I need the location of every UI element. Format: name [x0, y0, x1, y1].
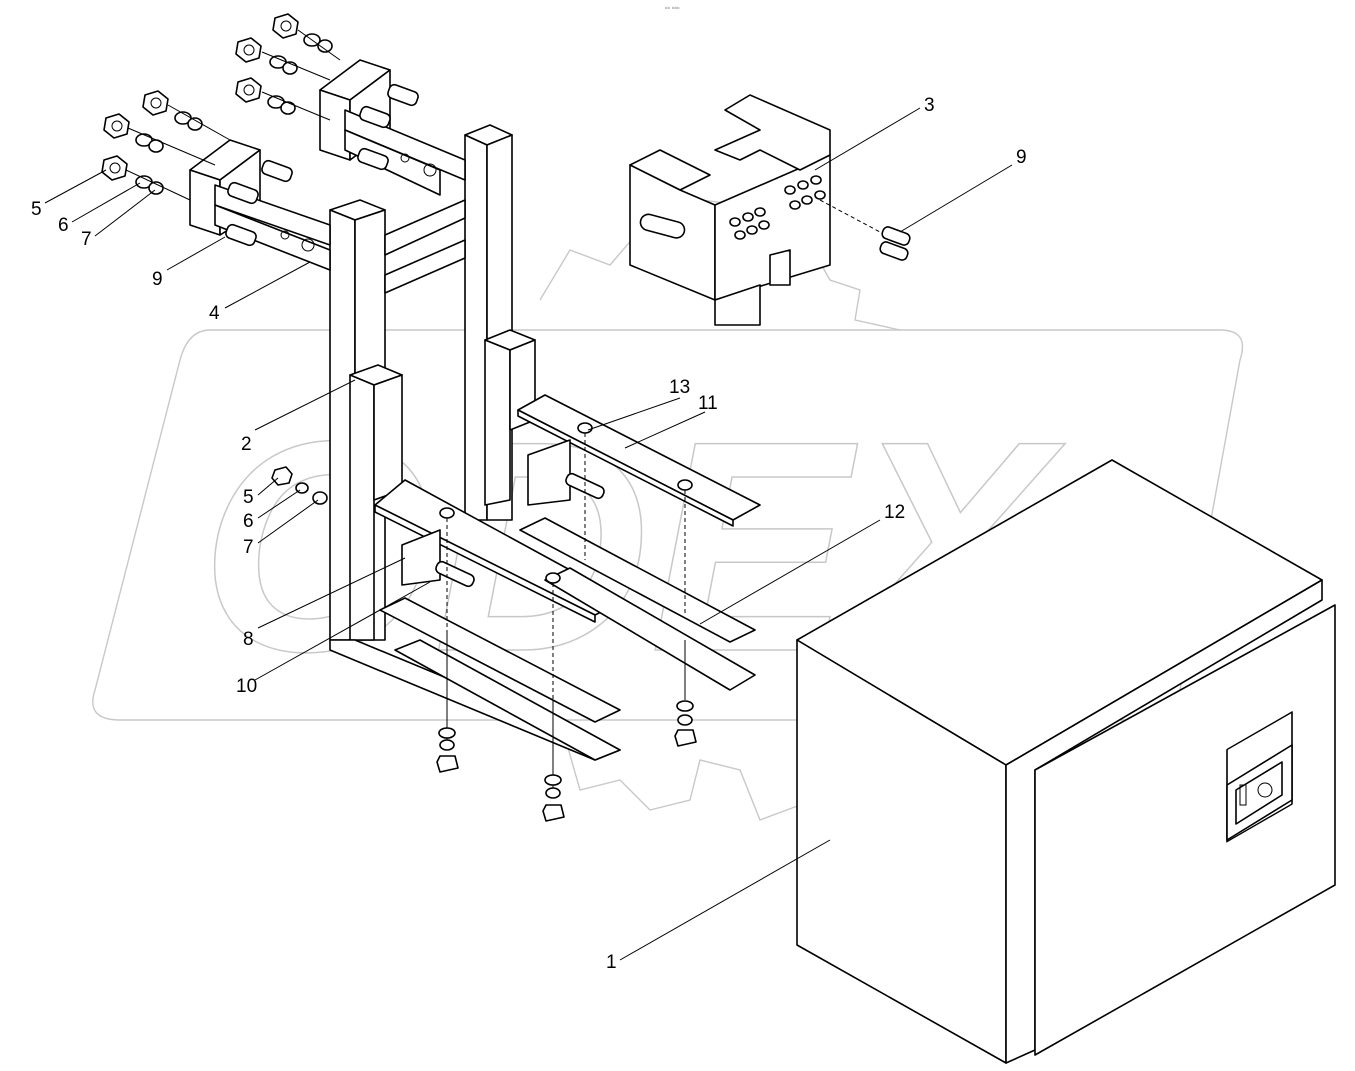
upper-fasteners: [101, 13, 419, 247]
callout-7-lower: 7: [243, 537, 254, 558]
lower-support-plates: [374, 394, 761, 790]
leader-lines: [44, 107, 1013, 961]
callout-4: 4: [209, 303, 220, 324]
callout-5-lower: 5: [243, 487, 254, 508]
callout-7-upper: 7: [81, 229, 92, 250]
callout-6-upper: 6: [58, 215, 69, 236]
callout-3: 3: [924, 95, 935, 116]
callout-13: 13: [669, 377, 691, 398]
callout-2: 2: [241, 434, 252, 455]
callout-11: 11: [698, 393, 718, 414]
callout-8: 8: [243, 629, 254, 650]
callout-12: 12: [884, 502, 906, 523]
callout-9-left: 9: [152, 269, 163, 290]
callout-1: 1: [606, 952, 617, 973]
part-1-toolbox: [796, 459, 1336, 1064]
callout-10: 10: [236, 676, 258, 697]
lower-fasteners: [271, 466, 697, 822]
callout-9-right: 9: [1016, 147, 1027, 168]
callout-5-upper: 5: [31, 199, 42, 220]
callout-6-lower: 6: [243, 511, 254, 532]
part-3-clamp-bracket: [629, 94, 911, 326]
header-mark: ᵒᵇ ᵇᵇᵇ: [665, 6, 680, 13]
